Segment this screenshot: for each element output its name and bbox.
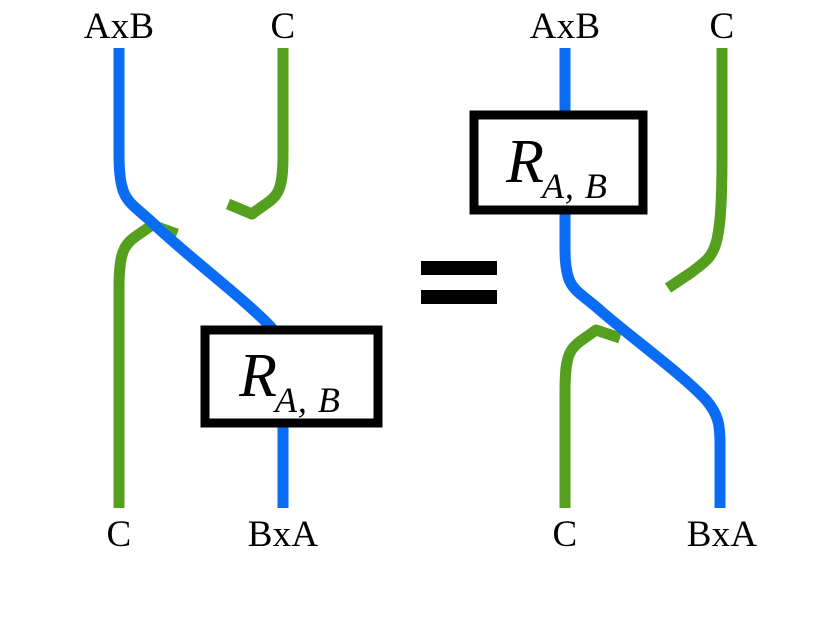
left-bottom-label-c: C: [106, 514, 132, 555]
right-bottom-label-c: C: [552, 514, 578, 555]
equals-bar-bottom: [421, 290, 497, 304]
right-top-label-axb: AxB: [529, 6, 601, 47]
right-top-label-c: C: [709, 6, 735, 47]
left-bottom-label-bxa: BxA: [247, 514, 319, 555]
left-top-label-axb: AxB: [83, 6, 155, 47]
right-blue-wire: [559, 48, 726, 508]
left-r-box-label: RA, B: [239, 342, 343, 418]
right-r-box[interactable]: [469, 110, 648, 215]
equals-sign: [421, 261, 497, 304]
right-r-box-label: RA, B: [506, 128, 610, 204]
left-green-wire-lower: [113, 219, 179, 508]
equals-bar-top: [421, 261, 497, 275]
right-bottom-label-bxa: BxA: [686, 514, 758, 555]
right-diagram-wires: [559, 48, 728, 508]
right-green-wire-upper: [664, 48, 728, 293]
left-r-box[interactable]: [200, 325, 383, 428]
left-green-wire-upper: [225, 48, 289, 220]
right-green-wire-lower: [559, 324, 622, 508]
right-r-box-symbol: R: [506, 128, 544, 196]
left-top-label-c: C: [270, 6, 296, 47]
left-blue-wire: [113, 48, 289, 508]
right-r-box-subscript: A, B: [541, 166, 608, 206]
left-r-box-subscript: A, B: [274, 380, 341, 420]
left-diagram-wires: [113, 48, 289, 508]
left-r-box-symbol: R: [239, 342, 277, 410]
